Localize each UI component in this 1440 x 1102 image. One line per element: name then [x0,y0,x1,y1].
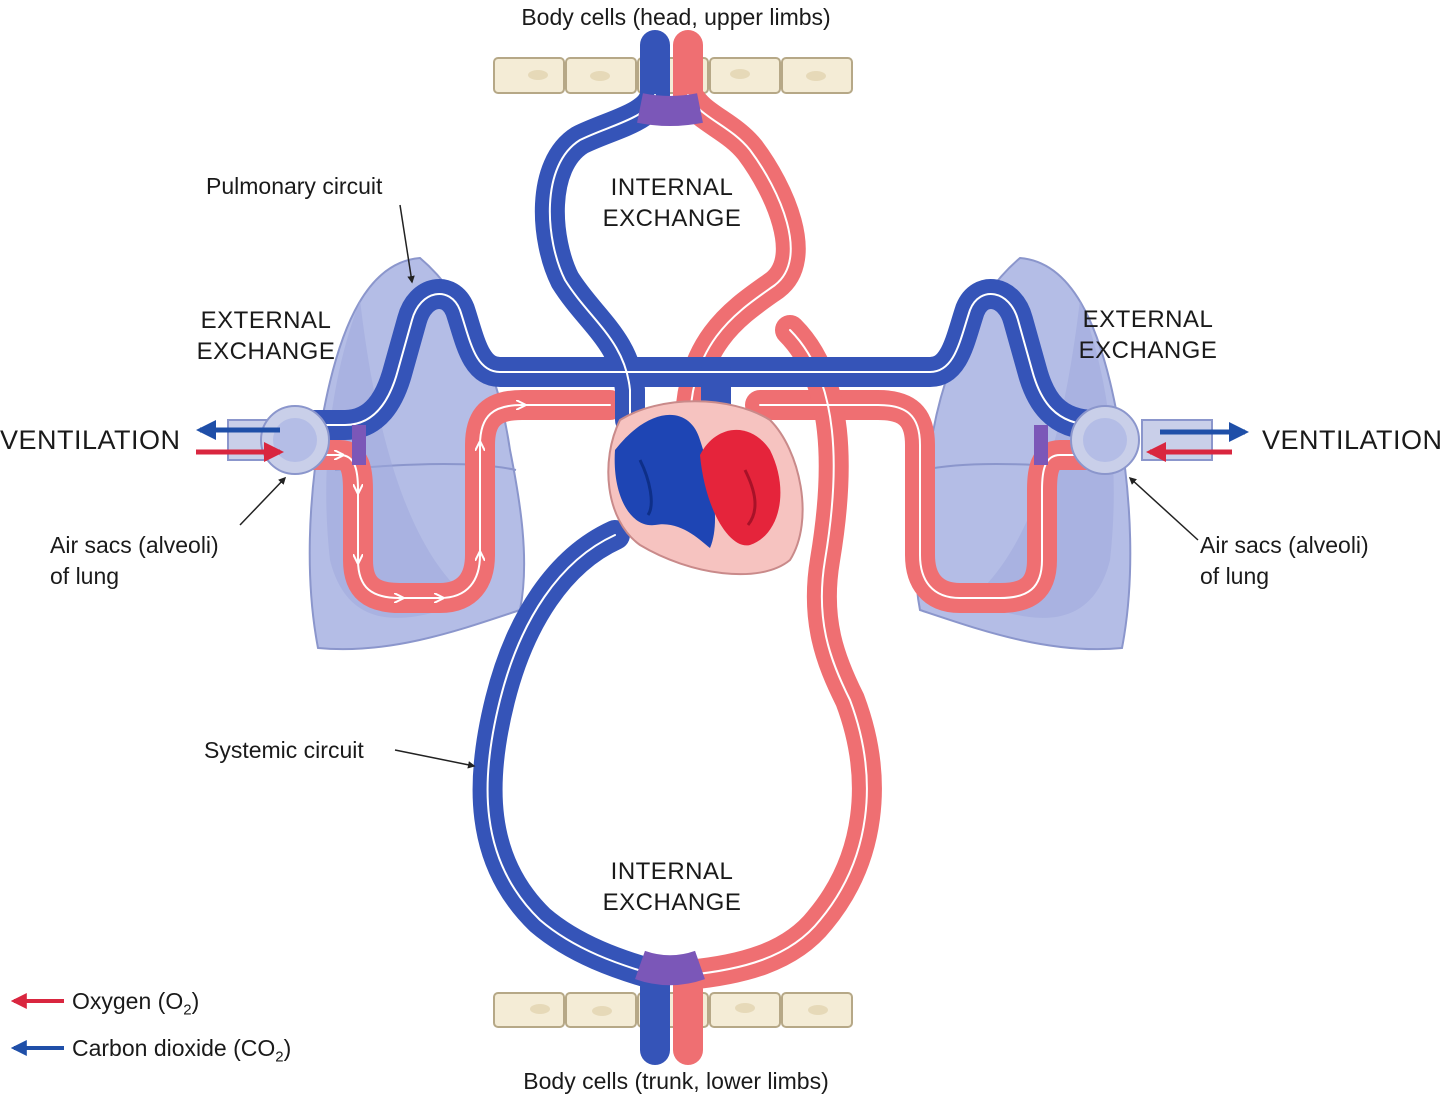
air-sacs-right-label: Air sacs (alveoli)of lung [1200,532,1369,589]
left-alveolus [227,405,330,475]
oxygenated-vessels [285,30,1115,1065]
ventilation-arrows-right [1146,422,1249,462]
legend-oxygen: Oxygen (O2) [72,988,200,1019]
legend-carbon-dioxide: Carbon dioxide (CO2) [72,1035,292,1066]
pulmonary-circuit-label: Pulmonary circuit [206,173,383,199]
right-alveolus [1070,405,1213,475]
heart [607,400,804,576]
ventilation-left-label: VENTILATION [0,425,181,455]
body-cells-top-label: Body cells (head, upper limbs) [521,4,831,30]
exchange-zones [352,93,1048,986]
body-cells-bottom-label: Body cells (trunk, lower limbs) [523,1068,829,1094]
ventilation-arrows-left [196,420,284,462]
body-cells-top [493,57,853,94]
systemic-circuit-label: Systemic circuit [204,737,364,763]
air-sacs-left-label: Air sacs (alveoli)of lung [50,532,219,589]
leader-lines [239,204,1199,769]
deoxygenated-vessels [285,30,1110,1065]
ventilation-right-label: VENTILATION [1262,425,1440,455]
